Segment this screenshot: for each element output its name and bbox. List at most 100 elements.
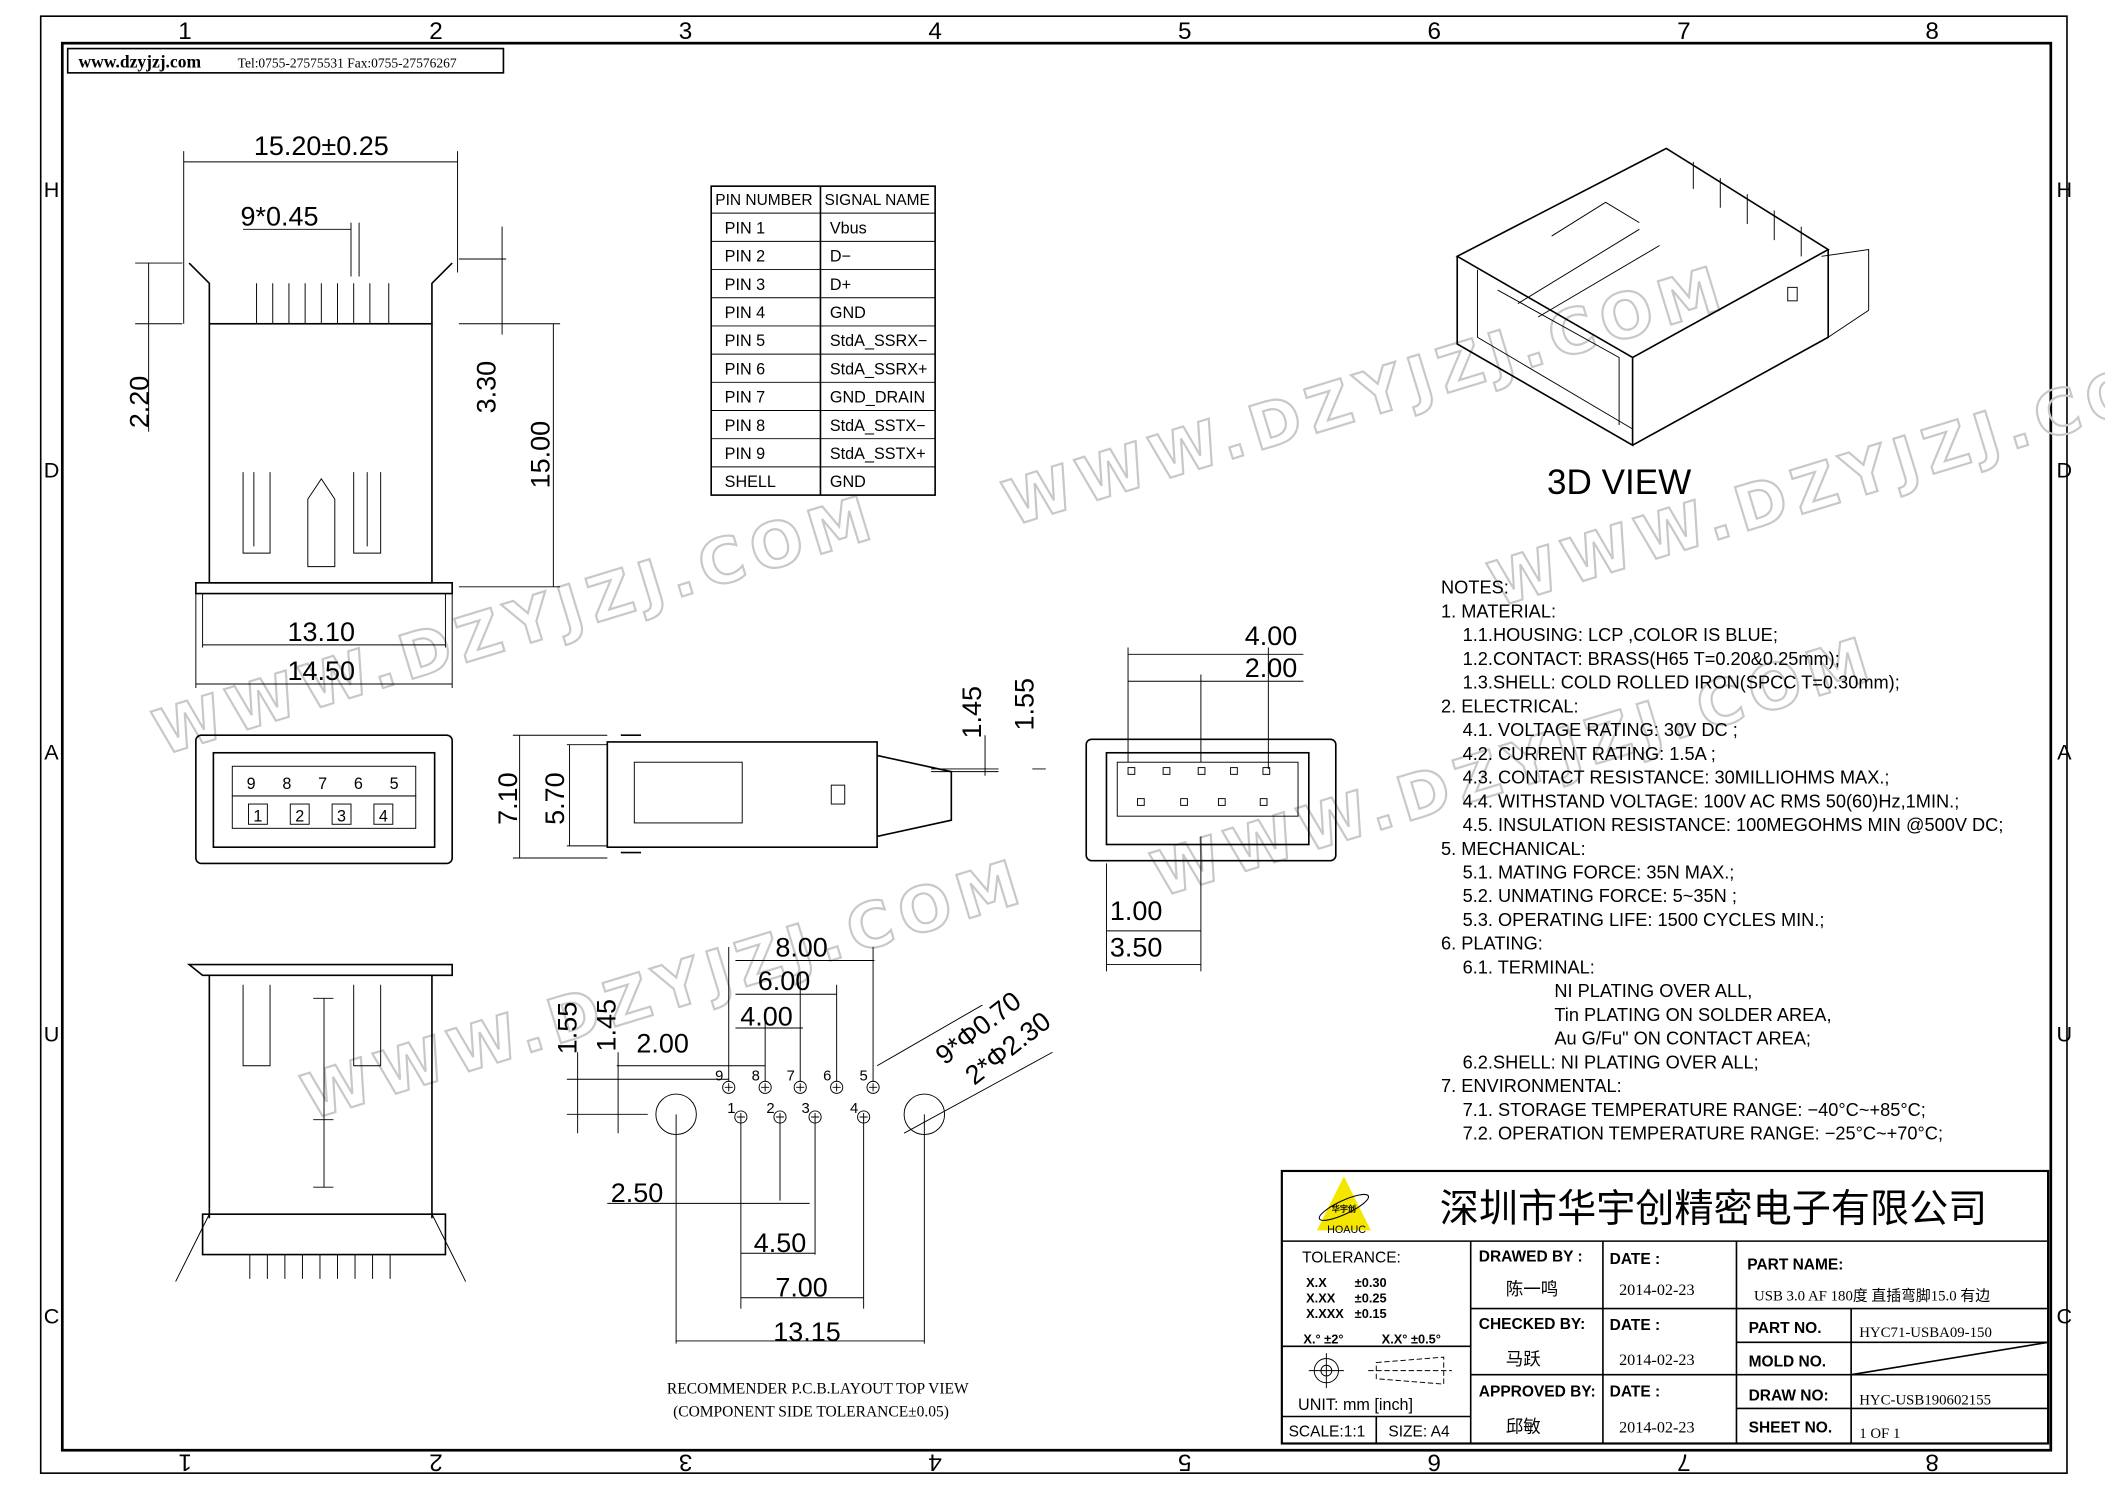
note-line: 7.1. STORAGE TEMPERATURE RANGE: −40°C~+8… <box>1463 1100 1926 1120</box>
note-line: Tin PLATING ON SOLDER AREA, <box>1554 1005 1831 1025</box>
pcb-hole-icon <box>773 1110 787 1124</box>
zone-number: 1 <box>178 1448 192 1475</box>
angle-tolerance: X.X° ±0.5° <box>1382 1332 1441 1347</box>
logo-text: 华宇创 <box>1332 1203 1356 1213</box>
pcb-caption: RECOMMENDER P.C.B.LAYOUT TOP VIEW <box>667 1381 969 1398</box>
date-label: DATE : <box>1610 1317 1661 1334</box>
pcb-hole-icon <box>722 1080 736 1094</box>
zone-number: 6 <box>1428 18 1442 45</box>
dim-label: 1.55 <box>552 1002 582 1055</box>
pin-label: 2 <box>295 808 304 826</box>
pin-number: PIN 5 <box>725 332 765 350</box>
size-label: SIZE: A4 <box>1388 1424 1450 1441</box>
dim-label: 7.00 <box>775 1272 828 1302</box>
pcb-hole-icon <box>857 1110 871 1124</box>
note-line: 2. ELECTRICAL: <box>1441 696 1579 716</box>
date-drawed: 2014-02-23 <box>1619 1282 1694 1299</box>
part-no-label: PART NO. <box>1749 1320 1822 1337</box>
pin-number: SHELL <box>725 473 776 491</box>
zone-number: 2 <box>429 18 442 45</box>
note-line: 6.1. TERMINAL: <box>1463 957 1595 977</box>
zone-number: 4 <box>928 18 942 45</box>
draw-no: HYC-USB190602155 <box>1859 1392 1991 1408</box>
3d-view-label: 3D VIEW <box>1547 463 1691 502</box>
dim-label: 5.70 <box>540 772 570 825</box>
date-label: DATE : <box>1610 1383 1661 1400</box>
watermark: WWW.DZYJZJ.COM <box>294 844 1036 1134</box>
side-view: 7.10 5.70 1.45 1.55 <box>493 678 1046 859</box>
signal-name: StdA_SSRX− <box>830 332 928 350</box>
dim-label: 13.10 <box>288 617 356 647</box>
pin-number: PIN 7 <box>725 389 765 407</box>
pcb-pin-label: 1 <box>727 1101 735 1117</box>
note-line: 4.3. CONTACT RESISTANCE: 30MILLIOHMS MAX… <box>1463 768 1890 788</box>
contact-pad <box>331 803 352 825</box>
dim-label: 2.20 <box>125 376 155 429</box>
pin-label: 9 <box>247 775 256 793</box>
zone-number: 3 <box>679 1448 693 1475</box>
note-line: 5.3. OPERATING LIFE: 1500 CYCLES MIN.; <box>1463 910 1825 930</box>
sheet-no: 1 OF 1 <box>1859 1426 1900 1442</box>
zone-letter: C <box>2056 1303 2072 1328</box>
note-line: Au G/Fu" ON CONTACT AREA; <box>1554 1029 1811 1049</box>
dim-label: 1.55 <box>1010 678 1040 731</box>
zone-number: 2 <box>429 1448 443 1475</box>
pcb-pin-label: 2 <box>766 1101 774 1117</box>
tolerance-value: ±0.25 <box>1355 1291 1387 1306</box>
pin-number: PIN 9 <box>725 445 765 463</box>
pin-table-header: PIN NUMBER <box>715 192 812 209</box>
signal-name: StdA_SSTX− <box>830 417 926 435</box>
angle-tolerance: X.° ±2° <box>1303 1332 1343 1347</box>
dim-label: 3.30 <box>471 361 501 414</box>
notes: NOTES:1. MATERIAL:1.1.HOUSING: LCP ,COLO… <box>1441 578 2003 1144</box>
zone-letter: U <box>44 1021 60 1046</box>
part-name-label: PART NAME: <box>1747 1256 1843 1273</box>
note-line: 4.4. WITHSTAND VOLTAGE: 100V AC RMS 50(6… <box>1463 791 1960 811</box>
tolerance-format: X.XX <box>1306 1291 1336 1306</box>
dim-label: 2.00 <box>636 1028 689 1058</box>
unit-label: UNIT: mm [inch] <box>1298 1396 1413 1414</box>
checked-by-label: CHECKED BY: <box>1479 1316 1586 1333</box>
dim-label: 3.50 <box>1110 932 1163 962</box>
dim-label: 2.50 <box>611 1178 663 1208</box>
pcb-hole-cross <box>869 1083 878 1092</box>
pin-label: 6 <box>354 775 363 793</box>
rear-view: 4.00 2.00 1.00 3.50 <box>1085 621 1337 972</box>
approved-by-label: APPROVED BY: <box>1479 1383 1596 1400</box>
outer-border <box>39 15 2068 1474</box>
pcb-hole-cross <box>811 1112 820 1122</box>
dim-label: 4.00 <box>740 1001 793 1031</box>
checked-by: 马跃 <box>1506 1349 1542 1369</box>
pcb-caption-tolerance: (COMPONENT SIDE TOLERANCE±0.05) <box>673 1404 949 1421</box>
header-box <box>66 47 505 74</box>
scale-label: SCALE:1:1 <box>1289 1424 1366 1441</box>
zone-letter: D <box>2056 458 2072 483</box>
zone-letter: A <box>2057 740 2072 765</box>
zone-number: 5 <box>1178 1448 1192 1475</box>
pcb-pin-label: 6 <box>823 1069 831 1085</box>
zone-number: 6 <box>1428 1448 1442 1475</box>
zone-letter: D <box>44 458 60 483</box>
part-no: HYC71-USBA09-150 <box>1859 1325 1992 1341</box>
zone-number: 7 <box>1677 1448 1691 1475</box>
company-name: 深圳市华宇创精密电子有限公司 <box>1440 1188 1988 1231</box>
signal-name: StdA_SSTX+ <box>830 445 926 463</box>
pcb-hole-cross <box>736 1112 745 1122</box>
signal-name: Vbus <box>830 219 867 237</box>
note-line: 6.2.SHELL: NI PLATING OVER ALL; <box>1463 1052 1759 1072</box>
note-line: 1.2.CONTACT: BRASS(H65 T=0.20&0.25mm); <box>1463 649 1840 669</box>
pin-number: PIN 3 <box>725 276 765 294</box>
mold-no-label: MOLD NO. <box>1749 1354 1827 1371</box>
zone-letter: C <box>44 1303 60 1328</box>
date-checked: 2014-02-23 <box>1619 1352 1694 1369</box>
pin-number: PIN 2 <box>725 248 765 266</box>
tolerance-format: X.X <box>1306 1275 1327 1290</box>
zone-number: 8 <box>1925 18 1939 45</box>
pcb-hole-icon <box>734 1110 748 1124</box>
pcb-hole-cross <box>775 1112 785 1122</box>
pcb-hole-icon <box>866 1080 880 1094</box>
note-line: 4.5. INSULATION RESISTANCE: 100MEGOHMS M… <box>1463 815 2004 835</box>
pcb-hole-cross <box>859 1112 868 1122</box>
